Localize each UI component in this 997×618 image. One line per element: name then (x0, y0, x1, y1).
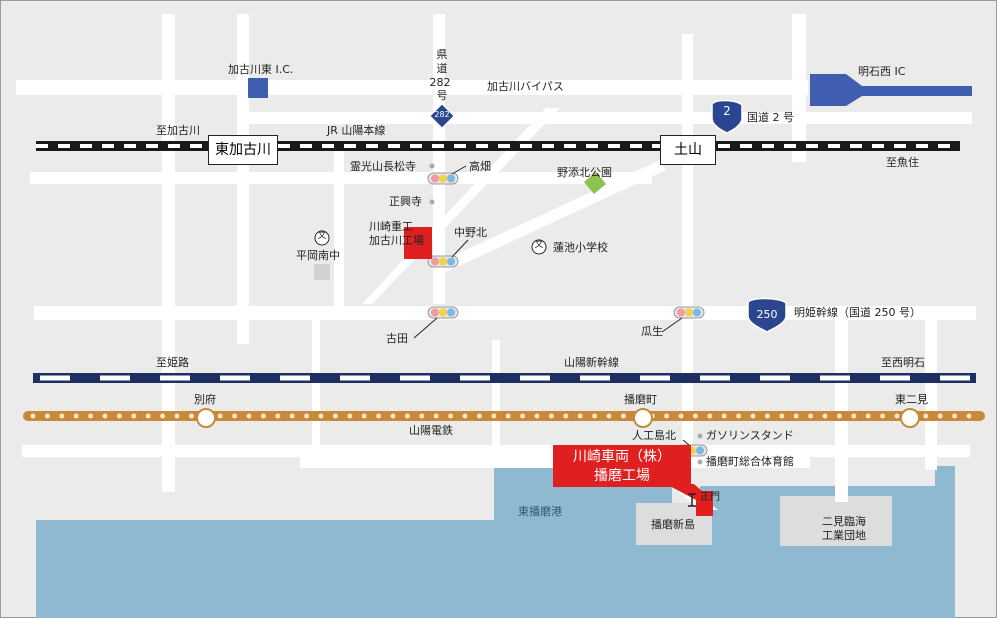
to-nishiakashi-label: 至西明石 (881, 356, 925, 369)
dot-shokoji (429, 199, 435, 205)
hasuike-school-mark-icon (531, 239, 547, 255)
sanyo-railway-label: 山陽電鉄 (409, 424, 453, 437)
coastal-road (22, 445, 970, 457)
leader-nakanokita (451, 239, 469, 258)
road-v3 (334, 150, 344, 308)
kakogawa-bypass-road (16, 80, 808, 95)
kawasaki-kakogawa-label-1: 川崎重工 (369, 220, 413, 233)
hiraoka-school-mark-label: 文 (317, 231, 327, 241)
yoshida-label: 古田 (386, 332, 408, 345)
takabata-label: 高畑 (469, 160, 491, 173)
reikozan-temple-label: 霊光山長松寺 (350, 160, 416, 173)
kakogawa-higashi-ic-shape (248, 78, 268, 98)
pref-route-char-4: 号 (436, 89, 448, 103)
pref-route-char-1: 県 (436, 48, 448, 61)
futami-rinkai-island (780, 496, 892, 546)
road-v6 (792, 14, 806, 162)
hasuike-elementary-label: 蓮池小学校 (553, 241, 608, 254)
nozoe-kita-park-shape (584, 172, 606, 194)
kakogawa-bypass-label: 加古川バイパス (487, 80, 564, 93)
leader-uryu (661, 317, 683, 333)
leader-yoshida (413, 317, 438, 339)
jr-sanyo-line-label: JR 山陽本線 (327, 124, 386, 137)
shokoji-label: 正興寺 (389, 195, 422, 208)
to-himeji-label: 至姫路 (156, 356, 189, 369)
higashi-futami-station-marker (900, 408, 920, 428)
signal-nakanokita-icon (427, 255, 459, 268)
leader-takabata (451, 165, 467, 175)
road-network (16, 14, 976, 510)
dot-gym (697, 459, 703, 465)
diagonal-road-2 (440, 160, 666, 272)
route2-road (245, 112, 972, 124)
route2-badge-label: 2 (723, 104, 731, 118)
road-v9 (492, 340, 500, 450)
road-v2 (237, 14, 249, 344)
main-gate-icon (688, 493, 696, 507)
kawasaki-kakogawa-factory-marker (404, 227, 432, 259)
befu-station-marker (196, 408, 216, 428)
route250-badge-icon (747, 297, 787, 333)
factory-name-line-1: 川崎車両（株） (573, 449, 671, 465)
hiraoka-minami-jhs-building (314, 264, 330, 280)
futami-rinkai-label-1: 二見臨海 (822, 515, 866, 528)
to-uozumi-label: 至魚住 (886, 156, 919, 169)
factory-name-line-2: 播磨工場 (594, 468, 650, 484)
signal-yoshida-icon (427, 306, 459, 319)
route2-label: 国道 2 号 (747, 111, 794, 124)
futami-rinkai-label-2: 工業団地 (822, 529, 866, 542)
dot-reikozan-temple (429, 163, 435, 169)
pref-route-char-2: 道 (436, 61, 448, 75)
gas-station-label: ガソリンスタンド (706, 429, 794, 442)
hiraoka-school-mark-icon (314, 230, 330, 246)
route282-badge-icon (429, 103, 455, 129)
higashi-harima-port-label: 東播磨港 (518, 505, 562, 518)
harimacho-gym-label: 播磨町総合体育館 (706, 455, 794, 468)
tsuchiyama-station-box: 土山 (660, 135, 716, 165)
sanyo-shinkansen-label: 山陽新幹線 (564, 356, 619, 369)
signal-uryu-icon (673, 306, 705, 319)
road-v8 (925, 320, 937, 470)
signal-takabata-icon (427, 172, 459, 185)
higashi-futami-station-label: 東二見 (895, 393, 928, 406)
meiki-main-road (34, 306, 976, 320)
befu-station-label: 別府 (194, 393, 216, 406)
harima-shinjima-label: 播磨新島 (651, 518, 695, 531)
higashi-kakogawa-station-box: 東加古川 (208, 135, 278, 165)
kawasaki-railcar-harima-factory-callout: 川崎車両（株） 播磨工場 (553, 445, 691, 487)
harimacho-station-marker (633, 408, 653, 428)
pref-route-282-vertical-label: 県 道 282 号 (430, 48, 452, 103)
hasuike-school-mark-label: 文 (534, 240, 544, 250)
pref-route-char-3: 282 (429, 75, 451, 89)
kakogawa-higashi-ic-label: 加古川東 I.C. (228, 63, 294, 76)
uryu-label: 瓜生 (641, 325, 663, 338)
road-v5 (682, 34, 693, 462)
sea-area (36, 464, 955, 618)
meiki-line-label: 明姫幹線（国道 250 号） (794, 306, 921, 319)
main-gate-marker (696, 491, 713, 516)
road-v1 (162, 14, 175, 492)
route2-badge-icon (711, 99, 743, 134)
main-gate-label: 正門 (700, 492, 720, 503)
akashi-nishi-ic-label: 明石西 IC (858, 65, 906, 78)
jinkojima-kita-label: 人工島北 (632, 429, 676, 442)
nakanokita-label: 中野北 (454, 226, 487, 239)
nozoe-kita-park-label: 野添北公園 (557, 166, 612, 179)
dot-gas-station (697, 433, 703, 439)
route282-badge-label: 282 (434, 110, 450, 119)
leader-jinkojima-kita (682, 439, 690, 446)
kawasaki-kakogawa-label-2: 加古川工場 (369, 234, 424, 247)
route250-badge-label: 250 (756, 308, 778, 321)
to-kakogawa-label: 至加古川 (156, 124, 200, 137)
hiraoka-minami-jhs-label: 平岡南中 (296, 249, 340, 262)
harimacho-station-label: 播磨町 (624, 393, 657, 406)
road-v10 (312, 320, 320, 450)
akashi-nishi-ic-shape (810, 74, 972, 106)
